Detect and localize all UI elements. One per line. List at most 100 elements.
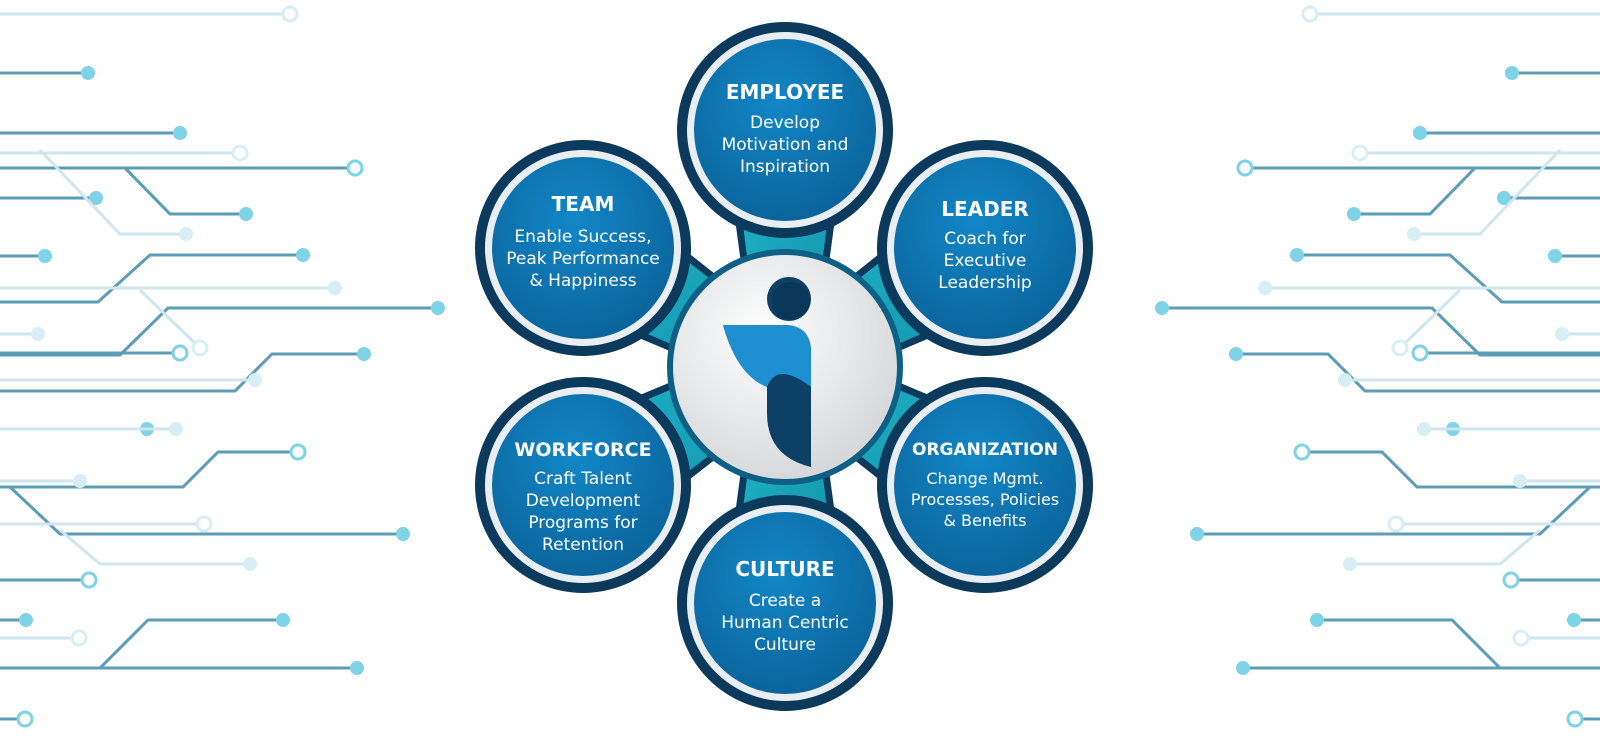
circuit-node [1567,613,1581,627]
circuit-node [38,249,52,263]
circuit-node [231,144,249,162]
circuit-node [1417,422,1431,436]
circuit-trace [0,253,303,304]
circuit-trace [1354,166,1600,216]
circuit-node [1351,144,1369,162]
circuit-trace [1302,450,1600,489]
node-line: Human Centric [721,613,849,633]
circuit-node [239,207,253,221]
circuit-node [1236,661,1250,675]
circuit-node [1387,515,1405,533]
circuit-node [357,347,371,361]
circuit-node [89,191,103,205]
circuit-node [1301,5,1319,23]
circuit-trace [38,148,186,236]
circuit-trace [1317,618,1600,670]
node-line: Inspiration [740,157,830,177]
node-line: Coach for [944,229,1026,249]
circuit-node [1310,613,1324,627]
circuit-node [1512,629,1530,647]
circuit-node [431,301,445,315]
circuit-node [1411,344,1429,362]
node-title: ORGANIZATION [912,440,1058,460]
node-line: Craft Talent [534,469,632,489]
node-line: Leadership [938,273,1031,293]
node-line: Culture [754,635,816,655]
brand-i-logo [723,277,811,467]
circuit-trace [1236,352,1600,393]
circuit-decoration-right [1155,5,1600,728]
circuit-node [1555,327,1569,341]
node-line: Development [526,491,641,511]
circuit-trace [8,485,403,536]
circuit-node [169,422,183,436]
node-team: TEAM Enable Success, Peak Performance & … [475,140,691,356]
circuit-trace [59,528,250,566]
circuit-node [248,373,262,387]
circuit-node [70,629,88,647]
node-line: Change Mgmt. [926,469,1043,488]
center-hub [667,249,903,485]
circuit-node [1229,347,1243,361]
circuit-node [191,339,209,357]
circuit-trace [0,618,283,670]
node-title: EMPLOYEE [726,80,844,104]
circuit-node [179,227,193,241]
node-line: Retention [542,535,624,555]
node-line: Programs for [528,513,637,533]
circuit-node [346,159,364,177]
circuit-trace [1350,528,1541,566]
circuit-trace [1197,485,1592,536]
circuit-node [1566,710,1584,728]
circuit-node [16,710,34,728]
circuit-trace [0,166,246,216]
circuit-node [1293,443,1311,461]
circuit-node [195,515,213,533]
circuit-trace [138,288,202,350]
circuit-node [296,248,310,262]
circuit-trace [0,306,438,357]
circuit-node [1155,301,1169,315]
circuit-node [1505,66,1519,80]
node-employee: EMPLOYEE Develop Motivation and Inspirat… [677,22,893,238]
circuit-node [1407,227,1421,241]
circuit-node [31,327,45,341]
circuit-node [1548,249,1562,263]
circuit-node [350,661,364,675]
circuit-trace [1398,288,1462,350]
circuit-node [1391,339,1409,357]
node-line: & Happiness [529,271,636,291]
node-line: Processes, Policies [911,490,1059,509]
node-title: CULTURE [735,557,834,581]
circuit-node [19,613,33,627]
hub-diagram: EMPLOYEE Develop Motivation and Inspirat… [475,22,1093,711]
node-organization: ORGANIZATION Change Mgmt. Processes, Pol… [877,377,1093,593]
node-culture: CULTURE Create a Human Centric Culture [677,495,893,711]
circuit-trace [1162,306,1600,357]
circuit-node [81,66,95,80]
circuit-node [276,613,290,627]
circuit-node [80,571,98,589]
circuit-trace [1414,148,1562,236]
node-line: Enable Success, [514,227,651,247]
circuit-node [328,281,342,295]
node-title: LEADER [941,197,1029,221]
circuit-node [1347,207,1361,221]
circuit-node [281,5,299,23]
circuit-node [243,557,257,571]
circuit-node [1513,474,1527,488]
circuit-node [1190,527,1204,541]
circuit-node [173,126,187,140]
circuit-node [171,344,189,362]
node-line: & Benefits [943,511,1026,530]
circuit-node [1413,126,1427,140]
circuit-node [1497,191,1511,205]
circuit-node [1343,557,1357,571]
circuit-node [289,443,307,461]
circuit-node [73,474,87,488]
circuit-node [1338,373,1352,387]
circuit-trace [0,450,298,489]
node-workforce: WORKFORCE Craft Talent Development Progr… [475,377,691,593]
node-line: Develop [750,113,820,133]
